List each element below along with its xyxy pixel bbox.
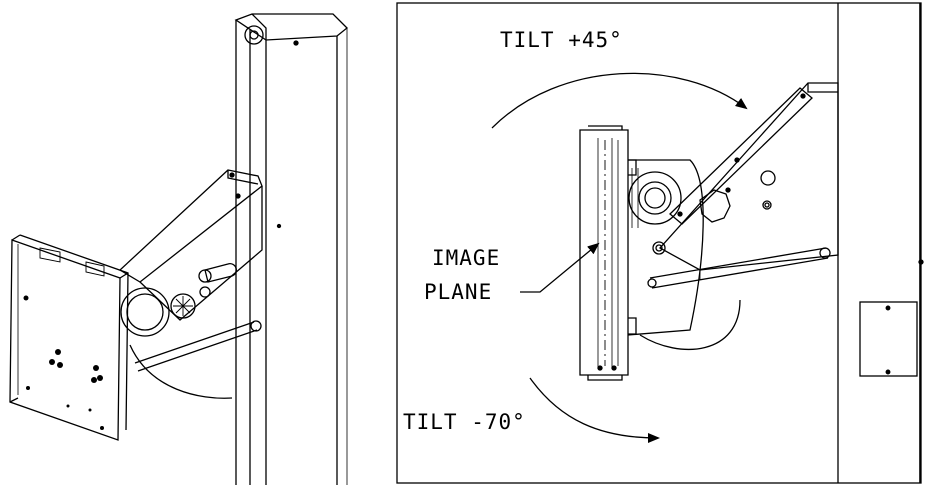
image-plane-panel: [579, 125, 637, 381]
pulley: [244, 25, 264, 45]
tilt-knob: [699, 189, 731, 223]
side-carriage: [658, 82, 839, 271]
side-gas-spring: [647, 247, 831, 289]
tilt-up-arrow: [491, 72, 748, 129]
column: [234, 13, 348, 485]
tilt-down-label: TILT -70°: [403, 410, 526, 434]
tilt-arm: [669, 87, 813, 225]
isometric-view: [9, 13, 348, 485]
plate-holes: [23, 295, 104, 430]
tilt-down-arrow: [529, 377, 660, 443]
view-frame: [396, 2, 922, 484]
side-hub: [627, 159, 704, 336]
gas-spring: [134, 320, 262, 372]
wall-plate: [859, 301, 918, 377]
image-plane-label-line2: PLANE: [424, 280, 493, 304]
image-plane-leader: [520, 242, 600, 293]
image-plane-label-line1: IMAGE: [432, 246, 501, 270]
tilt-up-label: TILT +45°: [500, 28, 623, 52]
rotary-housing: [120, 287, 196, 337]
detector-plate: [9, 234, 129, 441]
side-view: [396, 2, 924, 484]
